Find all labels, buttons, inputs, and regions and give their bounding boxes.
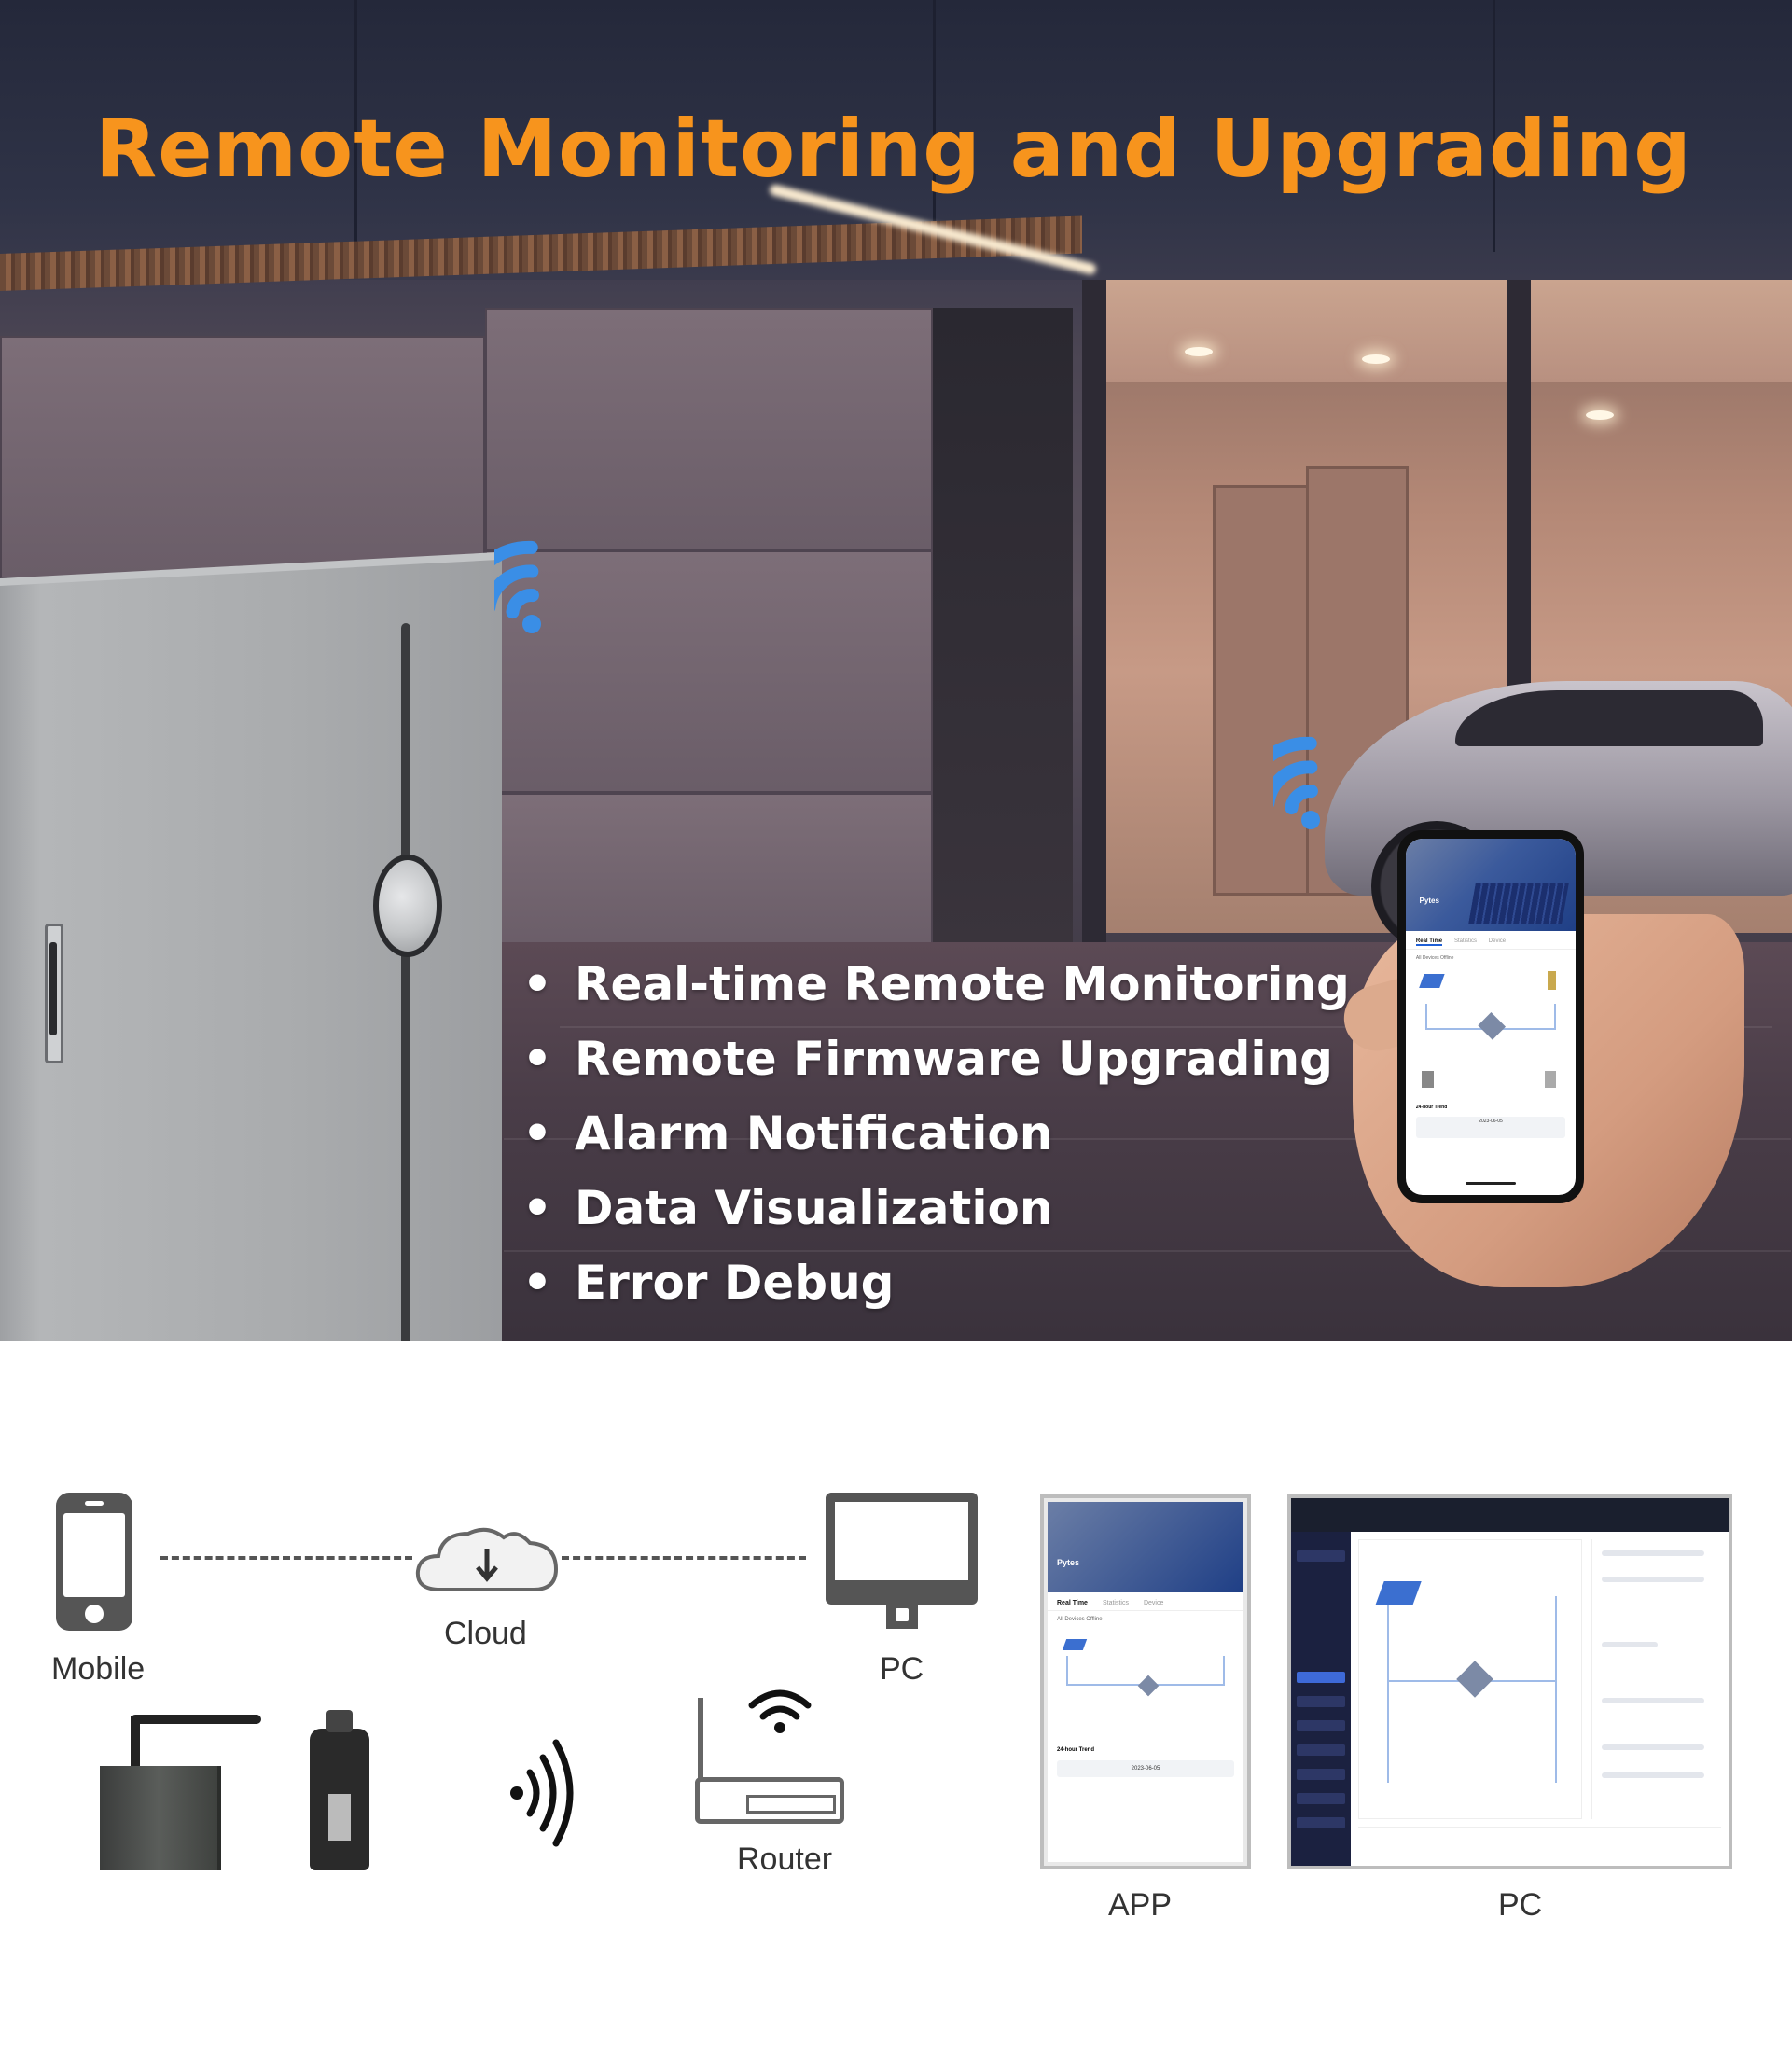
tab-real-time[interactable]: Real Time (1057, 1599, 1088, 1606)
interior-ceiling (1101, 280, 1792, 382)
wall-panel (485, 793, 933, 952)
doorway (933, 308, 1073, 952)
home-indicator (1465, 1181, 1517, 1185)
router-label: Router (737, 1842, 833, 1877)
trend-label: 24-hour Trend (1057, 1746, 1095, 1753)
feature-list: Real-time Remote Monitoring Remote Firmw… (522, 947, 1362, 1320)
smartphone: Pytes Real Time Statistics Device All De… (1397, 830, 1584, 1203)
ceiling-light (1185, 347, 1213, 356)
router-wifi-icon (748, 1689, 812, 1733)
app-brand: Pytes (1419, 896, 1439, 905)
solar-panel-icon (1062, 1638, 1088, 1650)
pillar (1082, 280, 1106, 952)
app-header-image: Pytes (1406, 839, 1576, 932)
pc-screenshot (1287, 1494, 1732, 1869)
wifi-icon (494, 540, 541, 633)
sidebar-item[interactable] (1297, 1672, 1345, 1683)
router-antenna (698, 1698, 703, 1782)
tab-real-time[interactable]: Real Time (1415, 938, 1443, 946)
pc-icon (826, 1493, 978, 1605)
app-header-image: Pytes (1048, 1502, 1243, 1592)
feature-item: Data Visualization (522, 1171, 1362, 1245)
battery-brand-badge (373, 855, 442, 957)
sidebar-item[interactable] (1297, 1744, 1345, 1756)
dashed-connector (160, 1556, 412, 1560)
data-logger-side (217, 1766, 221, 1870)
tab-device[interactable]: Device (1488, 938, 1507, 944)
consumption-icon (1544, 1071, 1557, 1088)
date-picker[interactable]: 2023-06-05 (1057, 1759, 1234, 1777)
sidebar-item[interactable] (1297, 1696, 1345, 1707)
battery-handle-slot (49, 942, 57, 1035)
tab-device[interactable]: Device (1143, 1599, 1164, 1606)
device-status: All Devices Offline (1057, 1616, 1103, 1622)
sidebar-item[interactable] (1297, 1550, 1345, 1562)
dashed-connector (562, 1556, 806, 1560)
pc-historical-data (1358, 1827, 1721, 1864)
sidebar-item[interactable] (1297, 1769, 1345, 1780)
roof-seam (354, 0, 357, 252)
ceiling-light (1586, 410, 1614, 420)
flow-chart (1057, 1628, 1234, 1740)
sidebar-item[interactable] (1297, 1817, 1345, 1828)
flow-line (1554, 1003, 1557, 1028)
sidebar-item[interactable] (1297, 1793, 1345, 1804)
date-picker[interactable]: 2023-06-05 (1415, 1117, 1566, 1139)
logger-antenna (131, 1716, 140, 1772)
cloud-icon (415, 1527, 559, 1591)
car-window (1455, 690, 1763, 746)
feature-item: Real-time Remote Monitoring (522, 947, 1362, 1022)
hero-banner: Pytes Real Time Statistics Device All De… (0, 0, 1792, 1341)
app-tabs: Real Time Statistics Device (1048, 1592, 1243, 1611)
pc-caption: PC (1498, 1887, 1543, 1923)
grid-icon (1547, 970, 1557, 991)
page-title: Remote Monitoring and Upgrading (95, 103, 1692, 196)
house-icon (1456, 1661, 1493, 1698)
pc-label: PC (880, 1651, 924, 1687)
feature-item: Remote Firmware Upgrading (522, 1022, 1362, 1096)
phone-screen: Pytes Real Time Statistics Device All De… (1406, 839, 1576, 1195)
logger-antenna (131, 1715, 261, 1724)
roof-seam (933, 0, 936, 252)
battery-icon (1422, 1071, 1435, 1088)
pc-weather-panel (1591, 1539, 1722, 1819)
signal-wave-icon (510, 1739, 574, 1847)
pc-flow-chart (1358, 1539, 1582, 1819)
app-tabs: Real Time Statistics Device (1406, 931, 1576, 951)
feature-item: Alarm Notification (522, 1096, 1362, 1171)
flow-line (1424, 1003, 1427, 1028)
tab-statistics[interactable]: Statistics (1102, 1599, 1129, 1606)
app-brand: Pytes (1057, 1557, 1080, 1567)
sidebar-item[interactable] (1297, 1720, 1345, 1731)
battery-unit (0, 559, 502, 1341)
wall-panel (485, 550, 933, 793)
cloud-label: Cloud (444, 1616, 527, 1651)
wall-panel (485, 308, 933, 550)
solar-panel-icon (1419, 973, 1446, 988)
data-logger-icon (100, 1766, 217, 1870)
app-caption: APP (1108, 1887, 1173, 1923)
wall-panel (0, 336, 485, 578)
app-screenshot: Pytes Real Time Statistics Device All De… (1040, 1494, 1251, 1869)
trend-label: 24-hour Trend (1415, 1104, 1448, 1110)
pc-sidebar (1291, 1532, 1351, 1866)
pc-stand (886, 1605, 918, 1629)
wifi-icon (1273, 736, 1320, 829)
house-icon (1137, 1675, 1160, 1696)
router-icon (695, 1777, 844, 1824)
battery-unit-slot (401, 623, 410, 1341)
flow-chart (1416, 966, 1565, 1101)
device-status: All Devices Offline (1415, 954, 1454, 961)
mobile-icon (56, 1493, 132, 1631)
mobile-label: Mobile (51, 1651, 146, 1687)
roof-seam (1493, 0, 1495, 252)
solar-panel-icon (1375, 1581, 1422, 1605)
ceiling-light (1362, 354, 1390, 364)
house-icon (1478, 1012, 1507, 1041)
pc-main (1351, 1532, 1729, 1866)
tab-statistics[interactable]: Statistics (1453, 938, 1477, 944)
feature-item: Error Debug (522, 1245, 1362, 1320)
pc-topbar (1291, 1498, 1729, 1532)
wifi-dongle-icon (310, 1710, 369, 1870)
